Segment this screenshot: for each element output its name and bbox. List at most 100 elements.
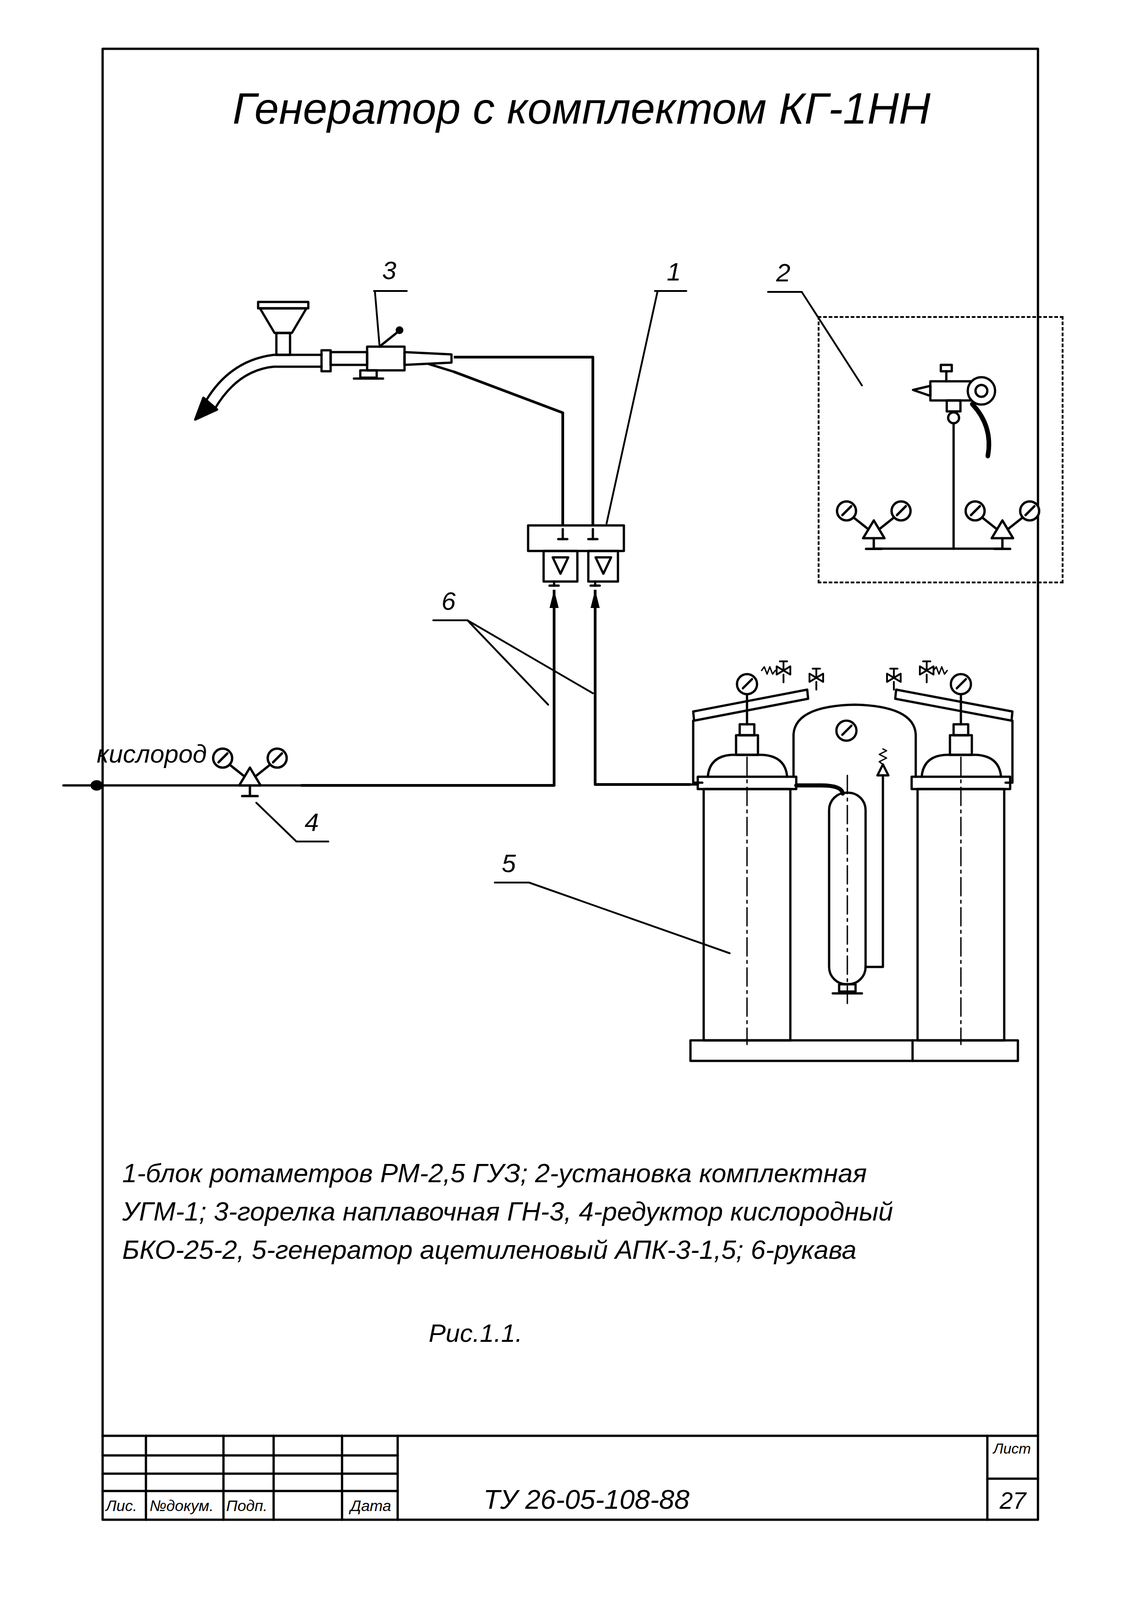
generator-drawing xyxy=(879,748,887,765)
document-code: ТУ 26-05-108-88 xyxy=(483,1485,690,1514)
rotameter-drawing xyxy=(543,550,578,582)
generator-drawing xyxy=(693,720,703,783)
sheet-frame xyxy=(396,1435,400,1520)
leader-lines xyxy=(654,290,687,292)
gas-unit-drawing xyxy=(975,384,988,397)
gas-unit-drawing xyxy=(873,547,1003,550)
stamp-cell: Подп. xyxy=(226,1497,268,1514)
burner-drawing xyxy=(276,332,291,355)
generator-drawing xyxy=(919,661,934,683)
sheet-frame xyxy=(102,1472,398,1475)
generator-drawing xyxy=(736,735,758,755)
generator-drawing xyxy=(690,783,698,786)
stamp-cell: Лис. xyxy=(105,1497,138,1514)
burner-drawing xyxy=(428,363,454,372)
oxygen-line-drawing xyxy=(212,748,287,796)
generator-drawing xyxy=(959,694,963,725)
leader-lines xyxy=(374,290,380,345)
oxygen-line-drawing xyxy=(63,748,301,796)
generator-drawing xyxy=(690,1040,1018,1061)
generator-drawing xyxy=(846,775,849,1004)
stamp-cell: Лист xyxy=(993,1441,1031,1456)
sheet-frame xyxy=(145,1435,148,1520)
gas-unit-drawing xyxy=(948,412,960,424)
sheet-frame xyxy=(102,1489,398,1493)
generator-drawing xyxy=(887,668,901,690)
rotameter-drawing xyxy=(528,525,624,551)
sheet-frame xyxy=(102,1454,398,1457)
rotameter-drawing xyxy=(588,550,618,582)
callout-number: 2 xyxy=(776,259,791,286)
generator-drawing xyxy=(796,785,843,794)
generator-drawing xyxy=(836,720,857,741)
generator-drawing xyxy=(739,724,755,736)
rotameter-drawing xyxy=(558,538,568,541)
burner: 3 xyxy=(188,296,454,422)
burner-drawing xyxy=(214,366,322,410)
generator-drawing xyxy=(736,674,758,695)
callout-number: 5 xyxy=(501,850,516,877)
leader-lines xyxy=(373,290,407,292)
burner-drawing xyxy=(379,332,398,347)
generator-drawing xyxy=(809,668,824,690)
burner-drawing xyxy=(259,308,307,333)
generator-drawing xyxy=(776,661,791,683)
sheet-frame xyxy=(102,48,1038,1520)
burner-drawing xyxy=(396,327,403,333)
rotameter-drawing xyxy=(552,557,569,574)
hose-line xyxy=(453,371,563,526)
callout-number: 3 xyxy=(382,257,397,284)
gas-unit-drawing xyxy=(967,377,996,405)
stamp-cell: №докум. xyxy=(149,1497,214,1514)
hose-line xyxy=(300,589,555,786)
generator-drawing xyxy=(746,757,748,1045)
burner-drawing xyxy=(353,377,384,380)
gas-unit-box: 2 xyxy=(817,316,1064,584)
rotameter-block: 1 xyxy=(528,525,624,590)
leader-lines xyxy=(467,620,593,694)
gas-unit-drawing xyxy=(965,501,1039,549)
sheet-frame xyxy=(102,1434,1038,1438)
generator-drawing xyxy=(953,724,969,736)
burner-drawing xyxy=(206,354,322,401)
burner-drawing xyxy=(195,301,454,420)
stamp-cell: Дата xyxy=(350,1497,392,1514)
generator-drawing xyxy=(949,735,972,755)
sheet-frame xyxy=(102,48,1038,1520)
callout-number: 4 xyxy=(304,809,319,836)
oxygen-line-drawing xyxy=(91,781,102,790)
acetylene-generator: 5 xyxy=(690,647,1018,1063)
rotameter-drawing xyxy=(528,525,624,586)
leader-lines xyxy=(606,290,658,524)
leader-lines xyxy=(529,882,730,954)
generator-drawing xyxy=(761,666,777,675)
sheet-frame xyxy=(222,1435,225,1520)
generator-drawing xyxy=(895,689,1013,721)
figure-caption: Рис.1.1. xyxy=(428,1320,523,1346)
generator-drawing xyxy=(746,694,749,725)
rotameter-drawing xyxy=(591,529,595,540)
parts-list: 1-блок ротаметров РМ-2,5 ГУЗ; 2-установк… xyxy=(122,1153,925,1269)
generator-drawing xyxy=(950,674,971,695)
generator-drawing xyxy=(877,764,889,776)
generator-drawing xyxy=(933,666,948,675)
gas-unit-drawing xyxy=(940,364,952,372)
burner-drawing xyxy=(404,352,452,365)
burner-drawing xyxy=(360,370,377,378)
gas-unit-drawing xyxy=(945,371,948,382)
sheet-frame xyxy=(272,1435,275,1520)
burner-drawing xyxy=(330,352,368,365)
generator-drawing xyxy=(690,661,1018,1061)
sheet-number: 27 xyxy=(999,1488,1027,1513)
gas-label: кислород xyxy=(96,741,208,767)
leader-lines xyxy=(296,840,329,843)
gas-unit-drawing xyxy=(836,501,911,549)
oxygen-reducer: 4 xyxy=(209,729,301,811)
sheet-frame xyxy=(341,1435,344,1520)
callout-number: 6 xyxy=(441,588,456,614)
hose-line xyxy=(595,589,691,785)
generator-drawing xyxy=(793,704,916,777)
